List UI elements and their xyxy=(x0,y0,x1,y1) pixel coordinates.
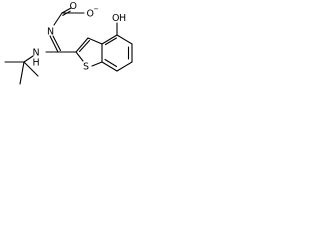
bond-imine-double-b xyxy=(52,35,62,52)
ring-sulfur-label: S xyxy=(83,62,89,73)
bond-benzene-inner-3 xyxy=(104,37,118,46)
amine-nitrogen-n-label: N xyxy=(33,48,40,59)
bond-benzene-c4-c3a xyxy=(101,34,118,45)
hydroxyl-oxygen-label: O xyxy=(112,13,119,24)
amine-nitrogen-h-label: H xyxy=(33,58,40,69)
bond-nh-tbutyl xyxy=(23,55,34,63)
bond-thiophene-c2-c3-a xyxy=(75,37,89,53)
bond-carbonyl-double-a xyxy=(61,7,72,14)
bond-carbamate-imine-n xyxy=(53,12,63,26)
bond-benzene-c7a-c7 xyxy=(101,61,118,72)
bond-benzene-c5-c4 xyxy=(116,34,133,45)
bond-tbutyl-methyl-down xyxy=(19,61,25,85)
bond-thiophene-s-c7a xyxy=(91,61,103,67)
bond-thiophene-c2-c3-b xyxy=(78,39,91,53)
bond-benzene-c7-c6 xyxy=(116,61,133,72)
chemical-structure-diagram: O O − N N H S O H xyxy=(4,1,133,85)
oxide-oxygen-label: O xyxy=(87,9,94,20)
bond-tbutyl-methyl-right xyxy=(23,61,39,77)
bond-thiophene-c3-c3a xyxy=(87,37,103,45)
bond-thiophene-c2-s xyxy=(75,51,84,62)
oxide-charge-label: − xyxy=(94,5,99,13)
bond-imine-double-a xyxy=(49,35,59,53)
imine-nitrogen-label: N xyxy=(47,27,54,38)
bond-benzene-inner-1 xyxy=(104,58,118,68)
carbonyl-oxygen-label: O xyxy=(70,1,77,12)
hydroxyl-hydrogen-label: H xyxy=(119,13,126,24)
